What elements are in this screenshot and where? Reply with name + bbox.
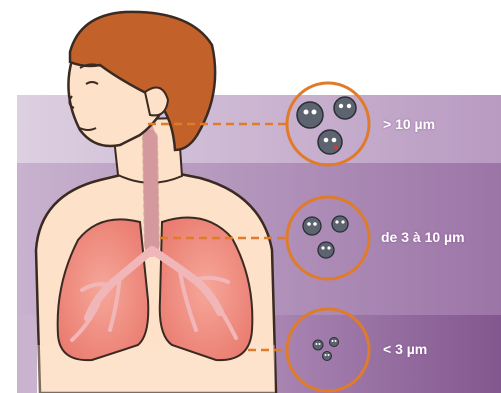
particle	[330, 338, 339, 347]
particle	[313, 340, 323, 350]
particle	[334, 97, 356, 119]
child-head	[68, 12, 215, 150]
ear	[145, 88, 168, 116]
label-small-particles: < 3 µm	[383, 341, 427, 357]
band-bottom-left	[17, 315, 37, 393]
label-medium-particles: de 3 à 10 µm	[381, 229, 465, 245]
particle	[318, 130, 342, 154]
particle	[303, 217, 321, 235]
particle	[297, 102, 323, 128]
trachea-outline	[150, 138, 152, 250]
particle	[323, 352, 332, 361]
particle	[332, 216, 348, 232]
label-large-particles: > 10 µm	[383, 116, 435, 132]
particle	[318, 242, 334, 258]
